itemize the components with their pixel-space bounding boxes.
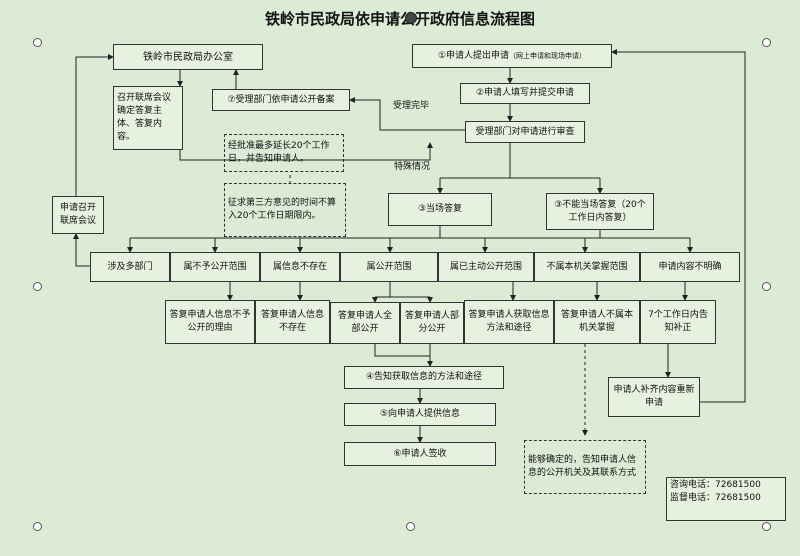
special-case-label: 特殊情况: [393, 161, 430, 172]
selection-handle[interactable]: [762, 522, 771, 531]
selection-handle[interactable]: [33, 522, 42, 531]
reply-full-public: 答复申请人全部公开: [330, 302, 400, 344]
step1-box: ①申请人提出申请 （网上申请和现场申请）: [412, 44, 612, 68]
joint-meeting-box: 召开联席会议确定答复主体、答复内容。: [113, 86, 183, 150]
contact-box: 咨询电话：72681500 监督电话：72681500: [666, 477, 786, 521]
category-multi-dept: 涉及多部门: [90, 252, 170, 282]
accept-done-label: 受理完毕: [392, 100, 429, 111]
category-not-public: 属不予公开范围: [170, 252, 260, 282]
request-meeting-box: 申请召开联席会议: [52, 196, 104, 234]
step2-box: ②申请人填写并提交申请: [460, 83, 590, 104]
category-already-public: 属已主动公开范围: [438, 252, 534, 282]
step5-box: ⑤向申请人提供信息: [344, 403, 496, 426]
category-public: 属公开范围: [340, 252, 438, 282]
step4-box: ④告知获取信息的方法和途径: [344, 366, 504, 389]
selection-handle[interactable]: [33, 38, 42, 47]
not-immediate-reply-box: ③不能当场答复（20个工作日内答复）: [546, 193, 654, 230]
selection-handle[interactable]: [406, 522, 415, 531]
immediate-reply-box: ③当场答复: [388, 193, 492, 226]
reply-partial-public: 答复申请人部分公开: [400, 302, 464, 344]
rotate-handle[interactable]: [405, 12, 417, 24]
review-box: 受理部门对申请进行审查: [465, 121, 585, 143]
supervise-phone: 监督电话：72681500: [670, 493, 761, 503]
reply-not-owned: 答复申请人不属本机关掌握: [554, 300, 640, 344]
resubmit-box: 申请人补齐内容重新申请: [608, 377, 700, 417]
reply-how-to-obtain: 答复申请人获取信息方法和途径: [464, 300, 554, 344]
consult-phone: 咨询电话：72681500: [670, 480, 761, 490]
reply-not-public: 答复申请人信息不予公开的理由: [165, 300, 255, 344]
selection-handle[interactable]: [762, 38, 771, 47]
step1-label: ①申请人提出申请: [437, 50, 510, 61]
category-unclear: 申请内容不明确: [640, 252, 740, 282]
reply-not-exist: 答复申请人信息不存在: [255, 300, 330, 344]
selection-handle[interactable]: [33, 282, 42, 291]
filing-box: ⑦受理部门依申请公开备案: [212, 89, 350, 111]
category-not-owned: 不属本机关掌握范围: [534, 252, 640, 282]
category-not-exist: 属信息不存在: [260, 252, 340, 282]
third-party-note: 征求第三方意见的时间不算入20个工作日期限内。: [224, 183, 346, 237]
redirect-note: 能够确定的，告知申请人信息的公开机关及其联系方式: [524, 440, 646, 494]
page-title: 铁岭市民政局依申请公开政府信息流程图: [264, 10, 535, 28]
step6-box: ⑥申请人签收: [344, 442, 496, 466]
reply-seven-days: 7个工作日内告知补正: [640, 300, 716, 344]
extension-note: 经批准最多延长20个工作日，并告知申请人。: [224, 134, 344, 172]
step1-note: （网上申请和现场申请）: [509, 51, 587, 60]
selection-handle[interactable]: [762, 282, 771, 291]
office-box: 铁岭市民政局办公室: [113, 44, 263, 70]
